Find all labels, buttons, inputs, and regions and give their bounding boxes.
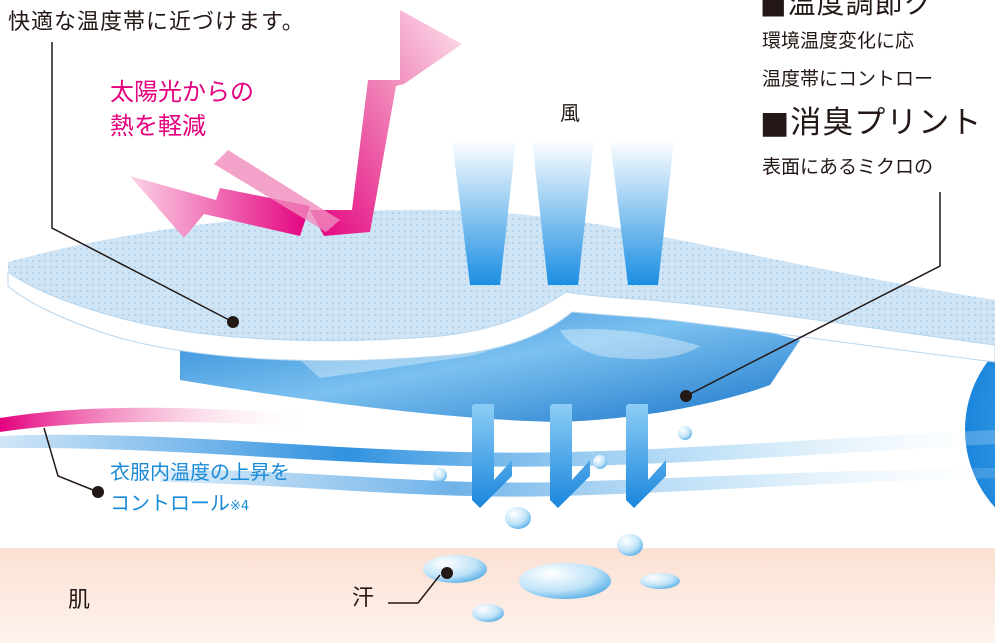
top-caption: 快適な温度帯に近づけます。: [8, 10, 305, 35]
leader-dot: [680, 390, 692, 402]
temp-control-body-2: 温度帯にコントロー: [762, 68, 934, 90]
air-flow-blue-1: [0, 430, 995, 467]
droplet: [519, 563, 611, 599]
wind-arrow-1: [452, 140, 516, 285]
fabric-inner-highlight-2: [560, 328, 700, 360]
fabric-rim: [7, 271, 995, 363]
sun-arrow-left: [130, 176, 310, 238]
droplet: [617, 534, 643, 556]
fabric-outer-layer: [8, 209, 995, 345]
deodor-print-header: ■消臭プリント: [760, 105, 983, 141]
temp-control-body-1: 環境温度変化に応: [762, 30, 915, 52]
sweat-label: 汗: [352, 586, 375, 611]
footnote-mark: ※4: [230, 499, 250, 514]
leader-dot: [92, 486, 104, 498]
sun-label-line2: 熱を軽減: [110, 112, 206, 140]
down-arrow-3: [626, 404, 666, 508]
sun-arrow-small: [214, 150, 340, 232]
temp-control-header: ■温度調節ク: [760, 0, 933, 20]
droplet: [505, 507, 531, 529]
sun-arrow-up: [310, 10, 462, 236]
droplet: [640, 573, 680, 589]
skin-label: 肌: [68, 588, 91, 613]
air-flow-pink: [0, 407, 700, 439]
wind-arrow-3: [610, 140, 674, 285]
leader-line-top-caption: [51, 42, 234, 323]
leader-line-inner: [43, 427, 99, 493]
inner-temp-label-text: コントロール: [110, 491, 230, 515]
inner-temp-label-line1: 衣服内温度の上昇を: [110, 460, 290, 484]
skin-band: [0, 548, 995, 643]
leader-line-sweat: [388, 574, 441, 604]
sun-label-line1: 太陽光からの: [110, 78, 254, 106]
wind-label: 風: [560, 101, 580, 125]
leader-dot: [227, 316, 239, 328]
deodor-print-body: 表面にあるミクロの: [762, 156, 934, 178]
leader-line-deodor: [685, 192, 941, 397]
droplet: [472, 604, 504, 622]
droplet: [593, 455, 607, 469]
droplet: [423, 555, 487, 583]
leader-dot: [441, 567, 453, 579]
wind-arrow-2: [532, 140, 594, 285]
droplet: [678, 426, 692, 440]
droplet: [433, 468, 447, 482]
down-arrow-1: [472, 404, 512, 508]
inner-temp-label-line2: コントロール※4: [110, 493, 249, 513]
down-arrow-2: [550, 404, 590, 508]
